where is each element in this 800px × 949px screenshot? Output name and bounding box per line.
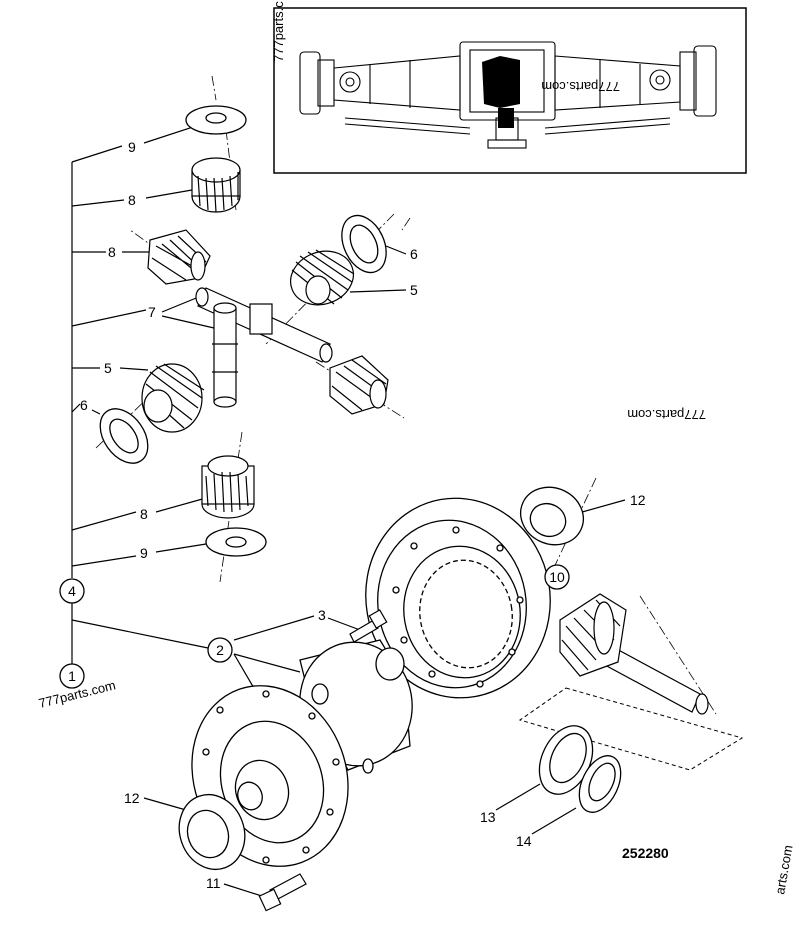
callout-11: 11 — [206, 875, 221, 891]
side-gear-left — [141, 363, 205, 433]
callout-8-top: 8 — [128, 192, 136, 208]
bolt-large — [258, 873, 307, 912]
callout-labels: 9 8 8 7 5 6 8 9 6 5 12 10 3 4 2 1 12 13 … — [59, 139, 646, 891]
callout-8-bottom: 8 — [140, 506, 148, 522]
callout-9-top: 9 — [128, 139, 136, 155]
drawing-number: 252280 — [622, 845, 669, 861]
planet-pinion-gear-bottom — [201, 455, 255, 519]
side-gear-right — [290, 249, 355, 306]
pinion-bearing — [538, 725, 594, 795]
bearing-dashed-box — [518, 687, 744, 771]
svg-text:10: 10 — [549, 569, 565, 585]
axle-inset — [273, 7, 747, 174]
svg-text:2: 2 — [216, 642, 224, 658]
thrust-washer-left — [99, 408, 149, 464]
crown-wheel — [365, 497, 551, 699]
callout-12-top: 12 — [630, 492, 646, 508]
callout-8-left: 8 — [108, 244, 116, 260]
callout-5-right: 5 — [410, 282, 418, 298]
drive-pinion-shaft — [559, 593, 709, 715]
watermark-mid-right: 777parts.com — [627, 407, 706, 422]
callout-12-bottom: 12 — [124, 790, 140, 806]
callout-10-circle: 10 — [544, 564, 570, 590]
callout-6-left: 6 — [80, 397, 88, 413]
svg-text:1: 1 — [68, 668, 76, 684]
planet-pinion-gear-top — [191, 157, 241, 213]
thrust-washer-top — [185, 105, 247, 135]
callout-9-bottom: 9 — [140, 545, 148, 561]
callout-3: 3 — [318, 607, 326, 623]
svg-text:4: 4 — [68, 583, 76, 599]
pinion-spacer — [578, 755, 622, 813]
callout-7: 7 — [148, 304, 156, 320]
callout-14: 14 — [516, 833, 532, 849]
thrust-washer-right — [341, 214, 387, 274]
callout-5-left: 5 — [104, 360, 112, 376]
callout-6-right: 6 — [410, 246, 418, 262]
watermark-bottom-right: arts.com — [772, 844, 795, 896]
callout-13: 13 — [480, 809, 496, 825]
callout-4-circle: 4 — [59, 578, 85, 604]
callout-1-circle: 1 — [59, 663, 85, 689]
watermark-top-vertical: 777parts.c — [271, 1, 286, 62]
planet-pinion-gear-right — [329, 355, 389, 415]
thrust-washer-bottom — [205, 527, 267, 557]
differential-highlight — [482, 56, 520, 108]
callout-2-circle: 2 — [207, 637, 233, 663]
planet-pinion-gear-left — [147, 229, 211, 285]
bearing-cup-top — [520, 486, 584, 546]
watermark-inset: 777parts.com — [541, 79, 620, 94]
spider-cross-shaft — [195, 287, 333, 408]
bearing-cup-bottom — [178, 794, 246, 870]
bolt-small — [349, 609, 388, 643]
axle-housing-drawing — [299, 41, 717, 149]
